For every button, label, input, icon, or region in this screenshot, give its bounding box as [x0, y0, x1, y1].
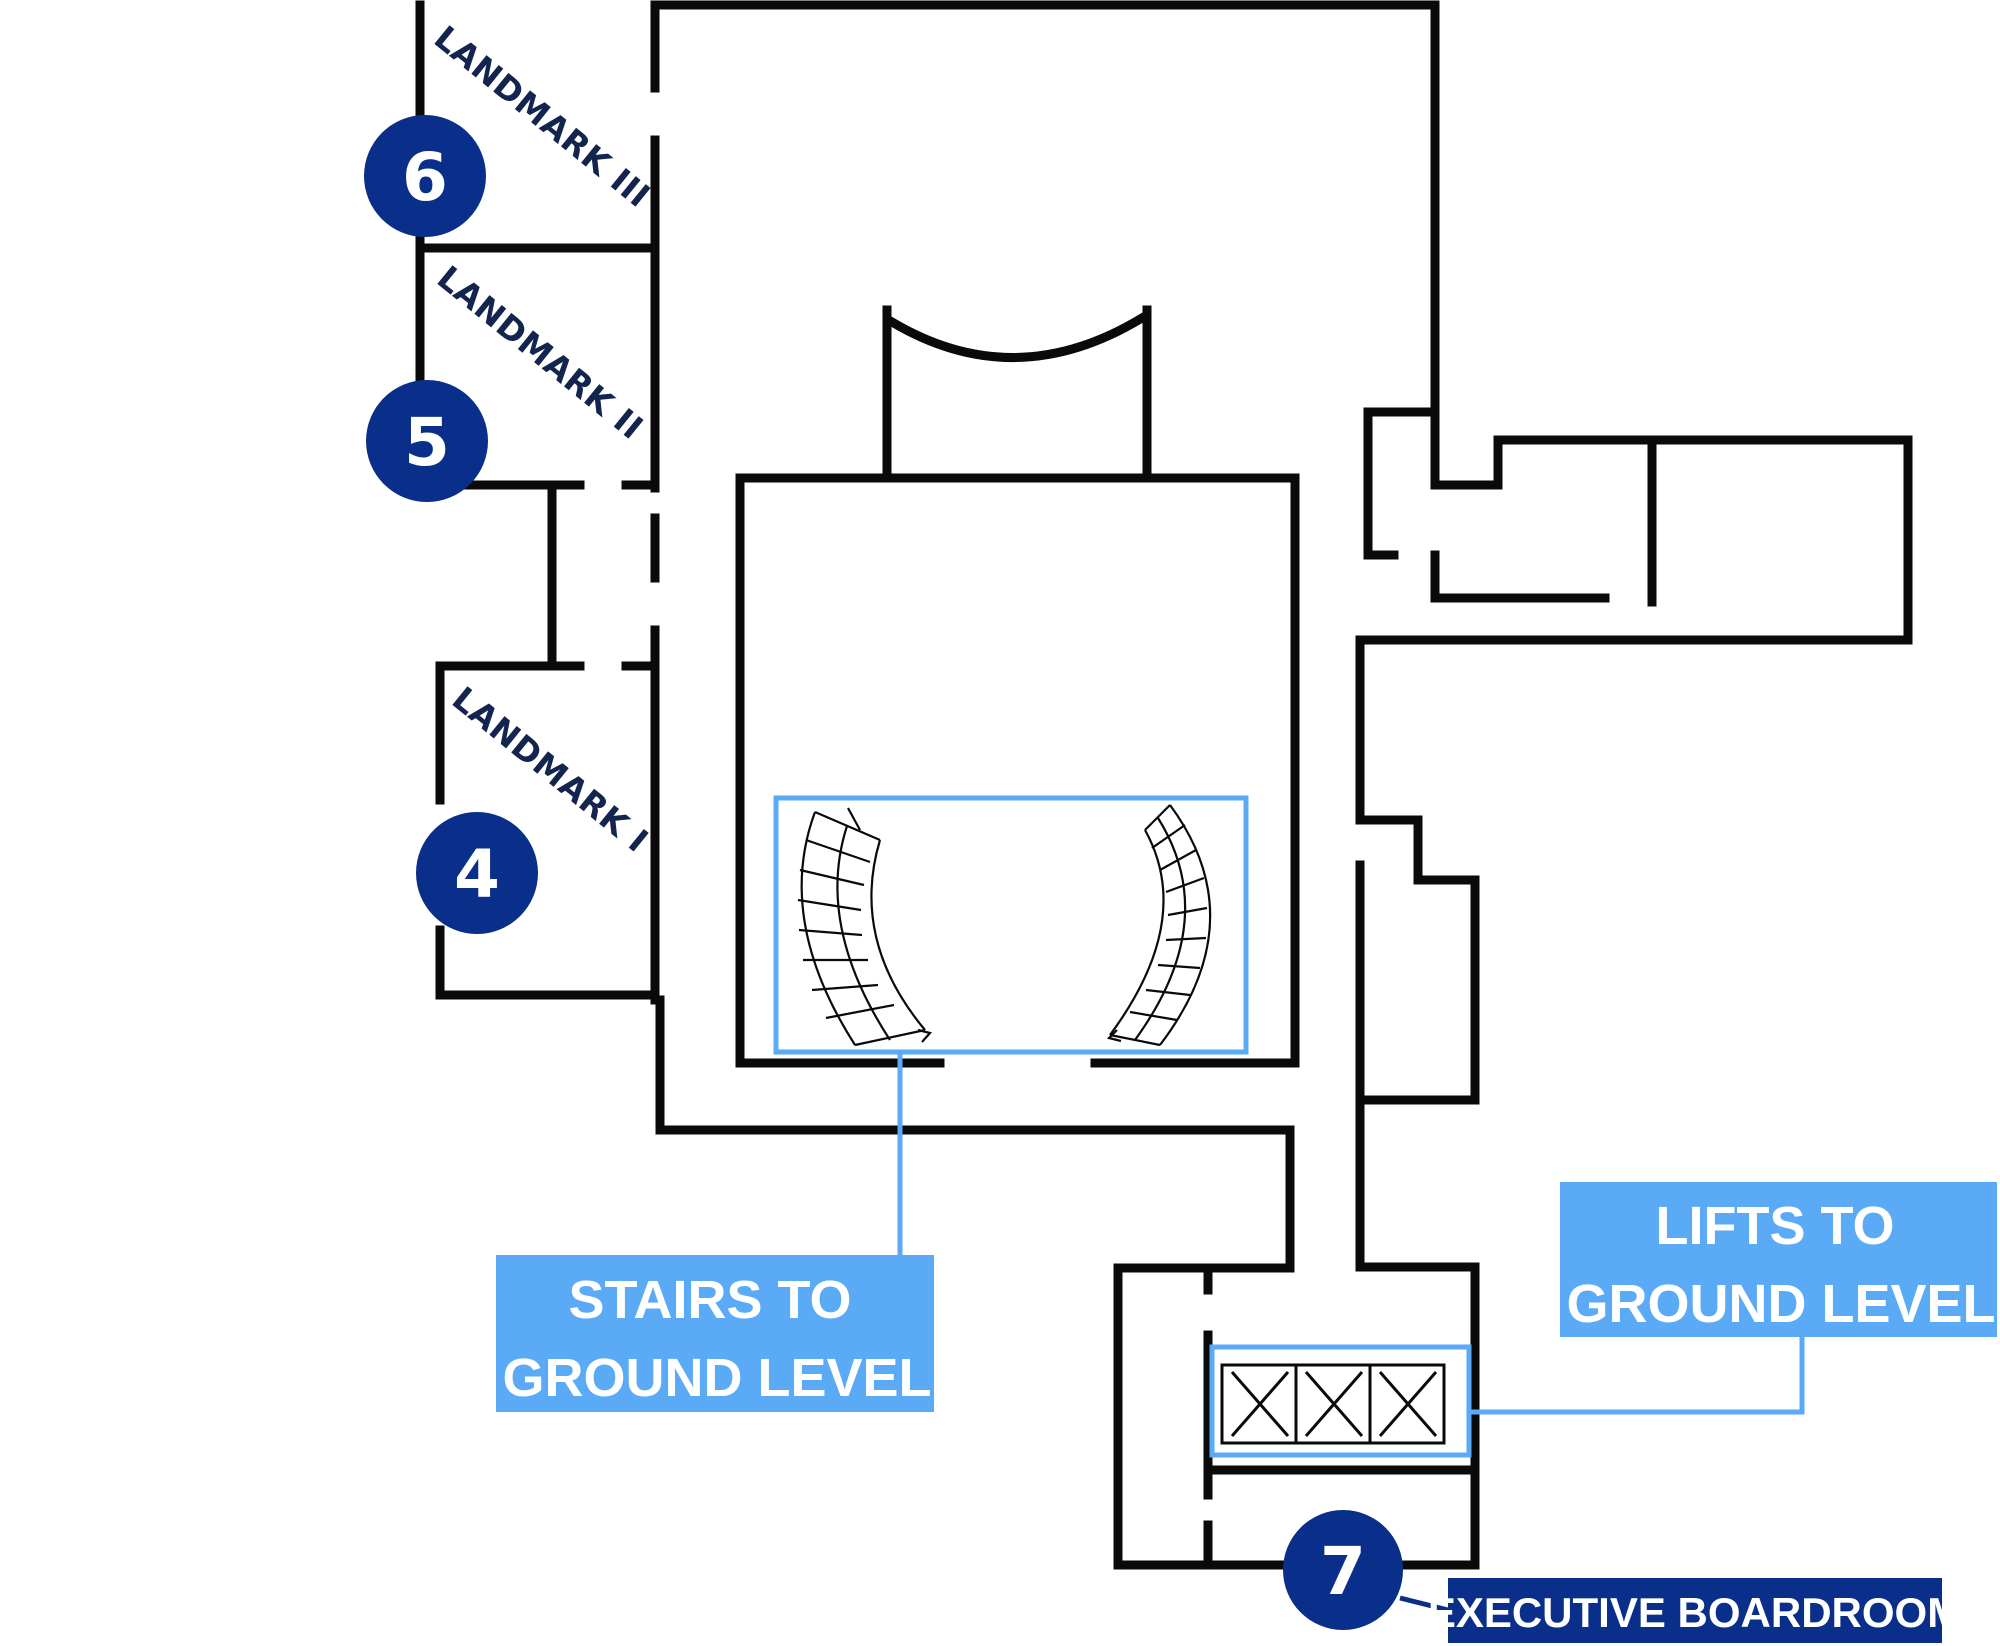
lift-2-icon	[1304, 1371, 1364, 1437]
stairs-callout-line2: GROUND LEVEL	[502, 1348, 931, 1408]
lift-1-icon	[1230, 1371, 1290, 1437]
marker-7[interactable]: 7	[1283, 1510, 1403, 1630]
marker-4-number: 4	[454, 836, 500, 913]
executive-boardroom-callout: EXECUTIVE BOARDROOM	[1428, 1578, 1962, 1643]
lifts-callout: LIFTS TO GROUND LEVEL	[1560, 1182, 1997, 1337]
stairs-callout-line1: STAIRS TO	[568, 1270, 851, 1330]
stair-left-icon	[797, 807, 933, 1047]
lifts-callout-line1: LIFTS TO	[1656, 1196, 1895, 1256]
lifts-highlight-box	[1209, 1344, 1472, 1458]
stair-right-icon	[1106, 804, 1212, 1047]
marker-6[interactable]: 6	[364, 115, 486, 237]
marker-7-number: 7	[1320, 1533, 1366, 1610]
stairs-area	[773, 795, 1249, 1255]
marker-5[interactable]: 5	[366, 380, 488, 502]
walls	[415, 0, 1913, 1570]
executive-boardroom-label: EXECUTIVE BOARDROOM	[1428, 1589, 1962, 1636]
stairs-callout: STAIRS TO GROUND LEVEL	[496, 1255, 934, 1412]
lifts-callout-line2: GROUND LEVEL	[1566, 1274, 1995, 1334]
marker-4[interactable]: 4	[416, 812, 538, 934]
lifts-area	[1209, 1337, 1805, 1458]
marker-6-number: 6	[402, 139, 448, 216]
marker-5-number: 5	[404, 404, 450, 481]
lift-3-icon	[1378, 1371, 1438, 1437]
stairs-highlight-box	[773, 795, 1249, 1055]
